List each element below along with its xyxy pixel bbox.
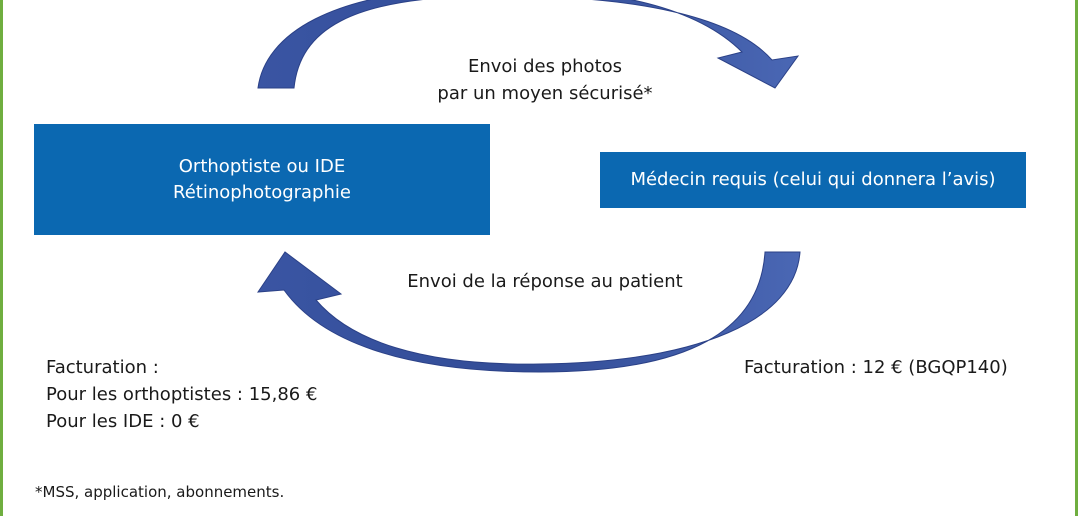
top-arrow-label-line2: par un moyen sécurisé* — [437, 83, 653, 104]
receiver-box-label: Médecin requis (celui qui donnera l’avis… — [630, 169, 996, 190]
footnote: *MSS, application, abonnements. — [35, 483, 285, 501]
receiver-box: Médecin requis (celui qui donnera l’avis… — [600, 152, 1026, 208]
billing-right: Facturation : 12 € (BGQP140) — [744, 357, 1008, 378]
billing-left: Facturation : Pour les orthoptistes : 15… — [46, 354, 466, 435]
bottom-arrow-label: Envoi de la réponse au patient — [407, 271, 683, 292]
bottom-arrow — [257, 251, 801, 373]
sender-box: Orthoptiste ou IDE Rétinophotographie — [34, 124, 490, 235]
top-arrow-label: Envoi des photos par un moyen sécurisé* — [330, 53, 760, 107]
top-arrow-label-line1: Envoi des photos — [467, 56, 623, 77]
billing-left-line1: Facturation : — [46, 357, 159, 378]
sender-box-line1: Orthoptiste ou IDE — [178, 155, 346, 177]
sender-box-line2: Rétinophotographie — [173, 181, 351, 203]
billing-left-line3: Pour les IDE : 0 € — [46, 411, 200, 432]
billing-left-line2: Pour les orthoptistes : 15,86 € — [46, 384, 318, 405]
top-arrow — [257, 0, 800, 89]
